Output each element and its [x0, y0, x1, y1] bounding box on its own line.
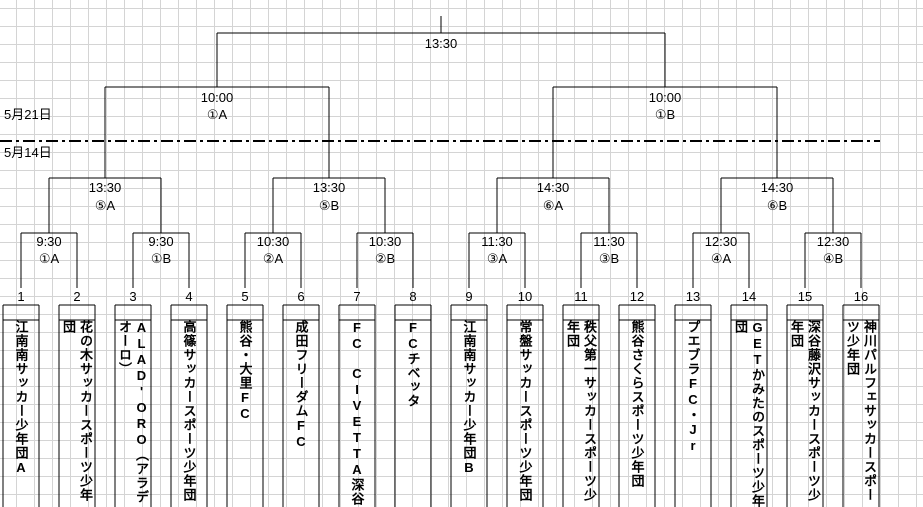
team-number: 9 — [465, 289, 473, 304]
round1-match-8-court: ④B — [822, 251, 844, 266]
team-name: 高篠サッカースポーツ少年団 — [181, 320, 197, 502]
team-number: 7 — [353, 289, 361, 304]
team-name-cell: 深谷藤沢サッカースポーツ少年団 — [787, 320, 823, 507]
final-time: 13:30 — [424, 36, 458, 51]
semifinal-2-court: ①B — [654, 107, 676, 122]
team-name: 成田フリーダムFC — [293, 320, 309, 450]
team-name: 熊谷・大里FC — [237, 320, 253, 422]
team-number: 4 — [185, 289, 193, 304]
team-number: 1 — [17, 289, 25, 304]
team-number: 13 — [685, 289, 701, 304]
team-name: ALAD'ORO（アラデオーロ） — [117, 320, 149, 504]
team-number: 3 — [129, 289, 137, 304]
team-number: 2 — [73, 289, 81, 304]
team-name-cell: 熊谷さくらスポーツ少年団 — [619, 320, 655, 507]
team-number: 14 — [741, 289, 757, 304]
team-name: 秩父第一サッカースポーツ少年団 — [565, 320, 597, 502]
round1-match-8-time: 12:30 — [816, 234, 850, 249]
team-name: 常盤サッカースポーツ少年団 — [517, 320, 533, 502]
team-name-cell: 江南南サッカー少年団B — [451, 320, 487, 507]
date-label-may-14: 5月14日 — [4, 145, 52, 160]
team-name-cell: 江南南サッカー少年団A — [3, 320, 39, 507]
team-number: 10 — [517, 289, 533, 304]
team-name-cell: プエブラFC・Jr — [675, 320, 711, 507]
round1-match-7-court: ④A — [710, 251, 732, 266]
date-label-may-21: 5月21日 — [4, 107, 52, 122]
round1-match-6-court: ③B — [598, 251, 620, 266]
round1-match-3-time: 10:30 — [256, 234, 290, 249]
round1-match-6-time: 11:30 — [593, 234, 625, 249]
team-name: 深谷藤沢サッカースポーツ少年団 — [789, 320, 821, 502]
team-name: GETかみたのスポーツ少年団 — [733, 320, 765, 507]
team-name-cell: 常盤サッカースポーツ少年団 — [507, 320, 543, 507]
team-number: 8 — [409, 289, 417, 304]
semifinal-1-time: 10:00 — [200, 90, 234, 105]
round1-match-1-court: ①A — [38, 251, 60, 266]
team-name: 花の木サッカースポーツ少年団 — [61, 320, 93, 502]
team-name: FCチベッタ — [405, 320, 421, 408]
team-name: FC CIVETTA深谷 — [349, 320, 365, 506]
team-name: 江南南サッカー少年団B — [461, 320, 477, 476]
team-name-cell: ALAD'ORO（アラデオーロ） — [115, 320, 151, 507]
team-number: 11 — [574, 289, 588, 304]
team-name: 熊谷さくらスポーツ少年団 — [629, 320, 645, 488]
round1-match-2-court: ①B — [150, 251, 172, 266]
round1-match-4-court: ②B — [374, 251, 396, 266]
quarterfinal-4-time: 14:30 — [760, 180, 794, 195]
quarterfinal-1-time: 13:30 — [88, 180, 122, 195]
team-name: プエブラFC・Jr — [685, 320, 701, 454]
team-name-cell: 神川パルフェサッカースポーツ少年団 — [843, 320, 879, 507]
round1-match-5-court: ③A — [486, 251, 508, 266]
quarterfinal-4-court: ⑥B — [766, 198, 788, 213]
semifinal-2-time: 10:00 — [648, 90, 682, 105]
team-name-cell: FCチベッタ — [395, 320, 431, 507]
round1-match-7-time: 12:30 — [704, 234, 738, 249]
round1-match-4-time: 10:30 — [368, 234, 402, 249]
round1-match-2-time: 9:30 — [148, 234, 174, 249]
round1-match-5-time: 11:30 — [481, 234, 513, 249]
team-name-cell: 秩父第一サッカースポーツ少年団 — [563, 320, 599, 507]
team-name-cell: 熊谷・大里FC — [227, 320, 263, 507]
team-name-cell: 花の木サッカースポーツ少年団 — [59, 320, 95, 507]
team-name-cell: 成田フリーダムFC — [283, 320, 319, 507]
round1-match-1-time: 9:30 — [36, 234, 62, 249]
team-number: 6 — [297, 289, 305, 304]
quarterfinal-3-court: ⑥A — [542, 198, 564, 213]
semifinal-1-court: ①A — [206, 107, 228, 122]
team-name-cell: 高篠サッカースポーツ少年団 — [171, 320, 207, 507]
quarterfinal-2-court: ⑤B — [318, 198, 340, 213]
team-name: 江南南サッカー少年団A — [13, 320, 29, 476]
quarterfinal-2-time: 13:30 — [312, 180, 346, 195]
team-name-cell: FC CIVETTA深谷 — [339, 320, 375, 507]
quarterfinal-3-time: 14:30 — [536, 180, 570, 195]
team-name-cell: GETかみたのスポーツ少年団 — [731, 320, 767, 507]
team-name: 神川パルフェサッカースポーツ少年団 — [845, 320, 877, 502]
team-number: 12 — [629, 289, 645, 304]
team-number: 16 — [853, 289, 869, 304]
team-number: 15 — [797, 289, 813, 304]
round1-match-3-court: ②A — [262, 251, 284, 266]
quarterfinal-1-court: ⑤A — [94, 198, 116, 213]
team-number: 5 — [241, 289, 249, 304]
